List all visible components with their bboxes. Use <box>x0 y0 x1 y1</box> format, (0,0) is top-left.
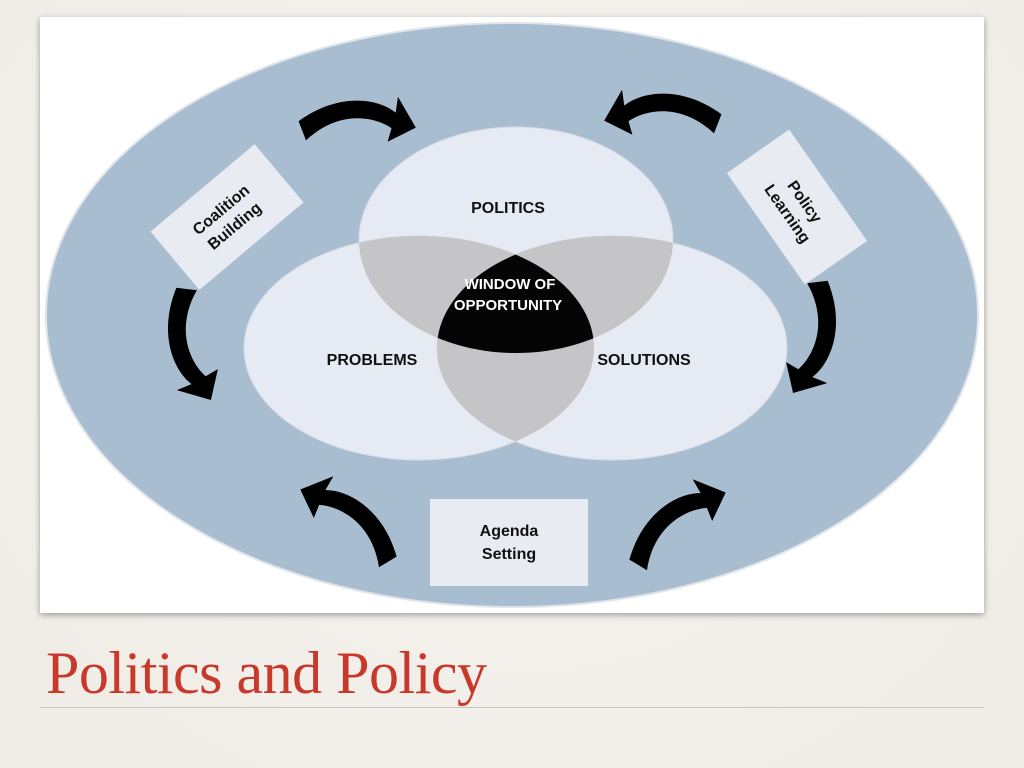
multiple-streams-diagram: POLITICS PROBLEMS SOLUTIONS WINDOW OF OP… <box>45 22 979 608</box>
politics-label: POLITICS <box>471 200 545 217</box>
slide-rule-bottom <box>40 707 984 708</box>
window-of-opportunity-region <box>437 236 594 353</box>
agenda-setting-line2: Setting <box>482 546 536 563</box>
slide-title: Politics and Policy <box>46 640 487 706</box>
agenda-setting-line1: Agenda <box>480 523 539 540</box>
problems-label: PROBLEMS <box>327 352 418 369</box>
agenda-setting-box: Agenda Setting <box>430 499 588 586</box>
diagram-frame: POLITICS PROBLEMS SOLUTIONS WINDOW OF OP… <box>40 17 984 613</box>
window-of-opportunity-line2: OPPORTUNITY <box>454 297 562 314</box>
window-of-opportunity-line1: WINDOW OF <box>465 276 556 293</box>
solutions-label: SOLUTIONS <box>597 352 691 369</box>
